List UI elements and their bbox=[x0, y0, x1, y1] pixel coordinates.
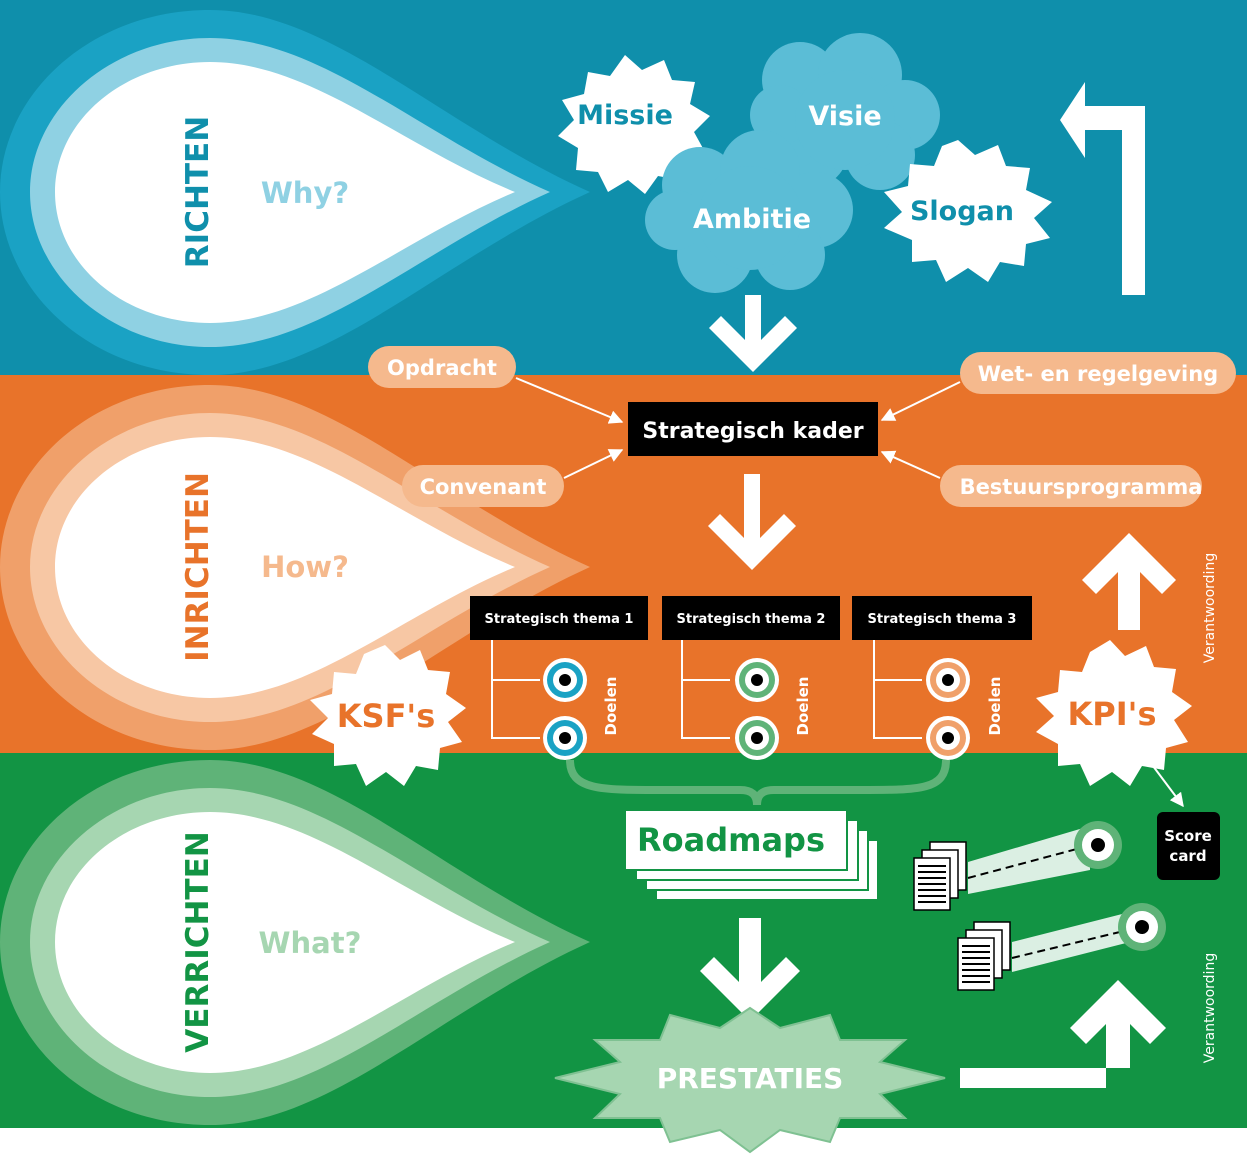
what-question: What? bbox=[259, 926, 362, 960]
convenant-label: Convenant bbox=[420, 475, 547, 499]
verantwoording-label-verrichten: Verantwoording bbox=[1202, 953, 1218, 1063]
target-icon bbox=[543, 658, 587, 702]
missie-starburst-icon bbox=[558, 55, 710, 194]
slogan-starburst-icon bbox=[884, 140, 1052, 282]
arrow-opdracht bbox=[515, 377, 624, 424]
theme-3-box bbox=[852, 596, 1032, 640]
prestaties-starburst-icon bbox=[554, 1006, 946, 1154]
scorecard-line1: Score bbox=[1164, 827, 1212, 845]
arrow-kpi-scorecard bbox=[1149, 761, 1184, 808]
ambitie-cloud-icon bbox=[645, 130, 853, 293]
visie-cloud-icon bbox=[750, 33, 940, 190]
slogan-label: Slogan bbox=[910, 196, 1014, 227]
roadmaps-stack-icon bbox=[624, 809, 879, 901]
target-icon bbox=[735, 716, 779, 760]
arrow-wet bbox=[880, 381, 961, 421]
strategisch-kader-box bbox=[628, 402, 878, 456]
verrichten-label: VERRICHTEN bbox=[180, 831, 216, 1052]
strategisch-kader-label: Strategisch kader bbox=[642, 419, 863, 444]
richten-label: RICHTEN bbox=[180, 116, 216, 268]
target-icon bbox=[926, 658, 970, 702]
roadmaps-label: Roadmaps bbox=[637, 821, 825, 859]
wet-regelgeving-pill bbox=[960, 352, 1236, 394]
inrichten-teardrop bbox=[0, 385, 590, 750]
arrow-up-left-icon bbox=[1060, 82, 1145, 295]
target-icon bbox=[543, 716, 587, 760]
bestuursprogramma-pill bbox=[940, 465, 1202, 507]
doelen-label-1: Doelen bbox=[602, 677, 620, 736]
arrow-down-icon bbox=[700, 918, 800, 1021]
bestuursprogramma-label: Bestuursprogramma bbox=[960, 475, 1203, 499]
theme-2-label: Strategisch thema 2 bbox=[677, 612, 826, 627]
prestaties-label: PRESTATIES bbox=[657, 1062, 844, 1095]
scorecard-box bbox=[1157, 812, 1220, 880]
document-stack-icon bbox=[913, 826, 1090, 911]
arrow-bestuur bbox=[880, 450, 941, 479]
roadmaps-brace bbox=[566, 759, 950, 806]
missie-label: Missie bbox=[577, 100, 673, 131]
arrow-up-icon bbox=[960, 980, 1166, 1088]
scorecard-line2: card bbox=[1169, 847, 1206, 865]
theme-tree-lines bbox=[491, 640, 922, 739]
visie-label: Visie bbox=[808, 101, 881, 132]
document-stack-icon bbox=[957, 912, 1130, 991]
theme-1-box bbox=[470, 596, 648, 640]
verrichten-teardrop bbox=[0, 760, 590, 1125]
theme-2-box bbox=[662, 596, 840, 640]
arrow-convenant bbox=[563, 449, 624, 479]
arrow-down-icon bbox=[708, 474, 796, 570]
target-icon bbox=[1118, 903, 1166, 951]
target-icon bbox=[735, 658, 779, 702]
doelen-label-3: Doelen bbox=[986, 677, 1004, 736]
ksf-label: KSF's bbox=[337, 697, 436, 735]
verantwoording-label-inrichten: Verantwoording bbox=[1202, 553, 1218, 663]
theme-1-label: Strategisch thema 1 bbox=[485, 612, 634, 627]
why-question: Why? bbox=[261, 176, 349, 210]
kpi-starburst-icon bbox=[1036, 640, 1192, 786]
inrichten-label: INRICHTEN bbox=[180, 472, 216, 662]
ambitie-label: Ambitie bbox=[693, 204, 811, 235]
opdracht-label: Opdracht bbox=[387, 356, 497, 380]
wet-regelgeving-label: Wet- en regelgeving bbox=[978, 362, 1218, 386]
how-question: How? bbox=[261, 550, 349, 584]
doelen-label-2: Doelen bbox=[794, 677, 812, 736]
ksf-starburst-icon bbox=[310, 645, 466, 786]
arrow-down-icon bbox=[709, 295, 797, 372]
target-icon bbox=[1074, 821, 1122, 869]
theme-3-label: Strategisch thema 3 bbox=[868, 612, 1017, 627]
target-icon bbox=[926, 716, 970, 760]
richten-teardrop bbox=[0, 10, 590, 375]
arrow-up-icon bbox=[1082, 533, 1176, 630]
opdracht-pill bbox=[368, 346, 516, 388]
kpi-label: KPI's bbox=[1068, 695, 1157, 733]
convenant-pill bbox=[402, 465, 564, 507]
